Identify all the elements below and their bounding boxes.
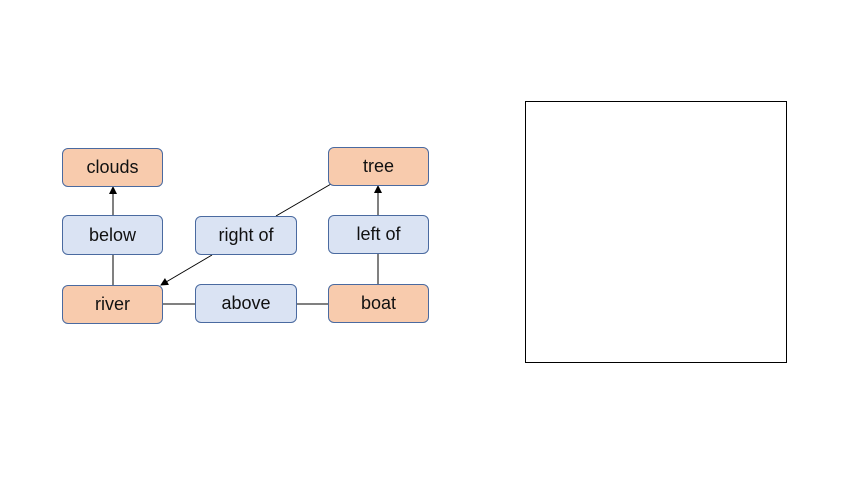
node-river-label: river [95, 294, 130, 314]
node-boat-label: boat [360, 293, 397, 313]
node-above-label: above [221, 293, 271, 313]
node-left-of-label: left of [356, 224, 401, 244]
node-below: below [62, 215, 163, 255]
node-boat: boat [328, 284, 429, 323]
node-right-of: right of [195, 216, 297, 255]
node-clouds: clouds [62, 148, 163, 187]
edge-tree-to-right-of [275, 183, 332, 217]
node-above: above [195, 284, 297, 323]
node-clouds-label: clouds [86, 157, 139, 177]
node-river: river [62, 285, 163, 324]
node-left-of: left of [328, 215, 429, 254]
node-right-of-label: right of [218, 225, 274, 245]
empty-image-panel [525, 101, 787, 363]
node-tree: tree [328, 147, 429, 186]
edge-right-of-to-river [160, 254, 213, 286]
node-below-label: below [88, 224, 137, 245]
node-tree-label: tree [362, 156, 395, 176]
